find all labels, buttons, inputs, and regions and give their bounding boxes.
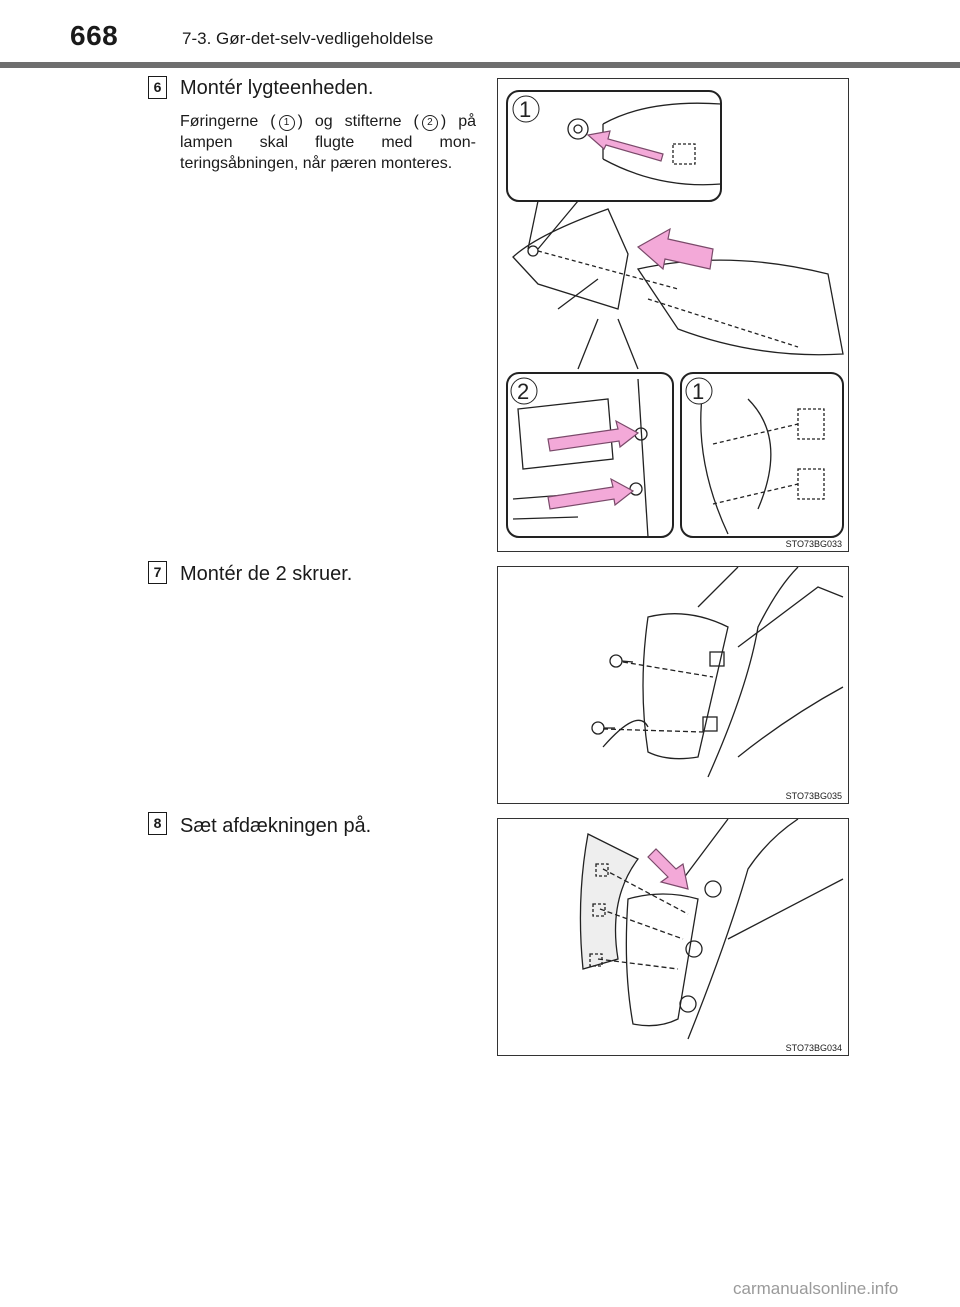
- lamp-unit-illustration: 1 2 1: [506, 90, 844, 538]
- callout-ref-2: 2: [421, 115, 438, 131]
- step-7-badge: 7: [148, 561, 167, 584]
- section-title: 7-3. Gør-det-selv-vedligeholdelse: [182, 29, 434, 48]
- figure-callout-1-top: 1: [519, 97, 531, 122]
- figure-callout-1-bottom: 1: [692, 379, 704, 404]
- figure-install-screws: STO73BG035: [497, 566, 849, 804]
- figure-lamp-unit-install: 1 2 1 STO73BG033: [497, 78, 849, 552]
- step-6-body: Føringerne (1) og stifterne (2) på lampe…: [180, 113, 476, 172]
- step-8-badge: 8: [148, 812, 167, 835]
- step-6-title: Montér lygteenheden.: [180, 77, 374, 99]
- step-7-title: Montér de 2 skruer.: [180, 563, 353, 585]
- step-6-badge: 6: [148, 76, 167, 99]
- figure-callout-2: 2: [517, 379, 529, 404]
- header-rule: [0, 62, 960, 68]
- figure-code: STO73BG033: [785, 539, 842, 549]
- callout-ref-1: 1: [278, 115, 295, 131]
- figure-attach-cover: STO73BG034: [497, 818, 849, 1056]
- step-8-title: Sæt afdækningen på.: [180, 815, 372, 837]
- screws-illustration: [591, 567, 844, 778]
- page-number: 668: [70, 20, 119, 51]
- figure-code: STO73BG035: [785, 791, 842, 801]
- watermark: carmanualsonline.info: [733, 1279, 899, 1298]
- figure-code: STO73BG034: [785, 1043, 842, 1053]
- cover-illustration: [579, 819, 844, 1040]
